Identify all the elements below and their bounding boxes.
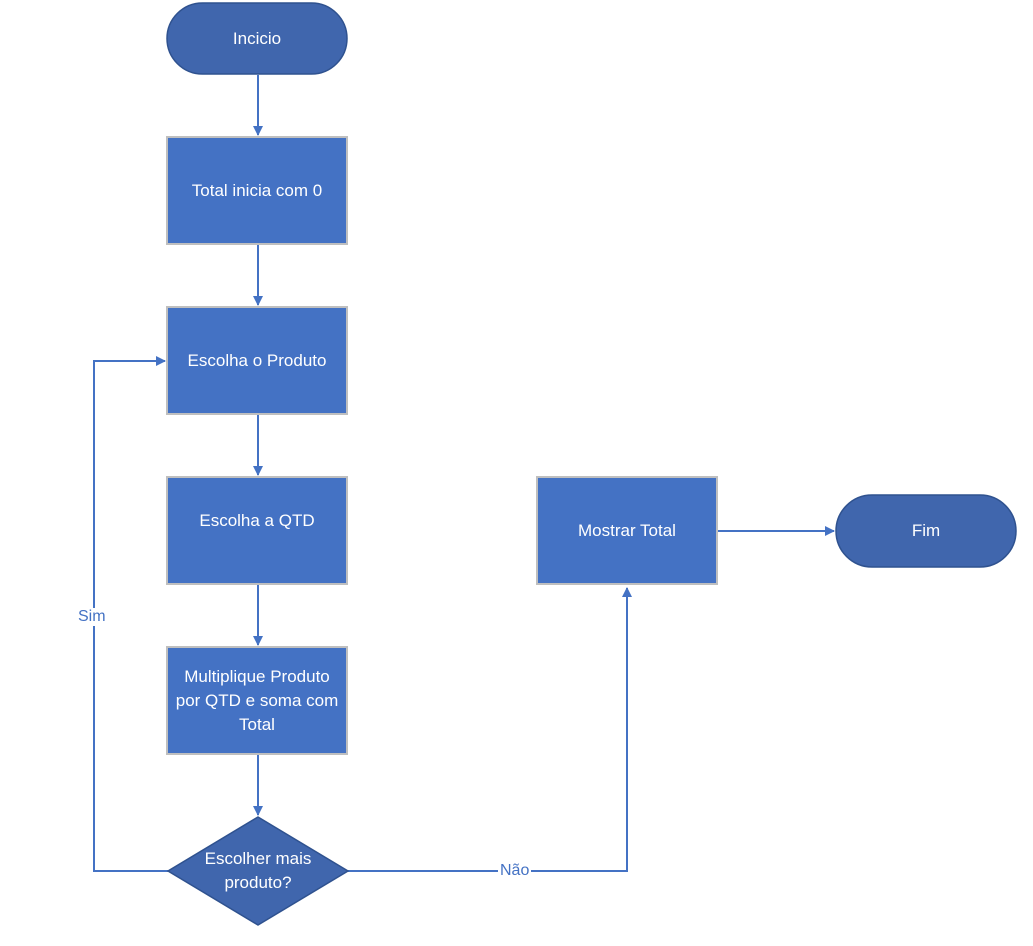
edge-label-nao: Não xyxy=(498,862,532,880)
choose-product-box xyxy=(166,306,348,415)
show-total-box xyxy=(536,476,718,585)
total-init-box xyxy=(166,136,348,245)
choose-qty-box xyxy=(166,476,348,585)
edge-label-sim: Sim xyxy=(76,608,108,626)
multiply-box xyxy=(166,646,348,755)
decision-diamond xyxy=(166,816,350,926)
start-terminal xyxy=(166,2,348,75)
edge-decision-nao xyxy=(348,587,632,872)
end-terminal xyxy=(835,494,1017,568)
